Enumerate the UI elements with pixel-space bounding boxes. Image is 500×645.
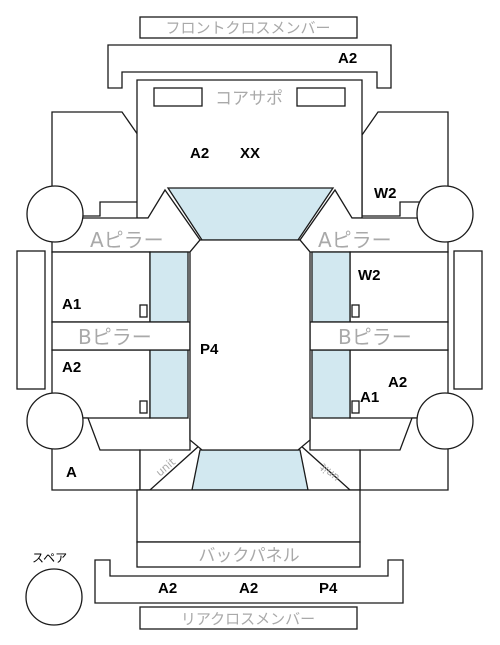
right-side-sill[interactable] <box>453 250 483 390</box>
front-cross-member-label: フロントクロスメンバー <box>165 19 330 37</box>
front-right-door[interactable] <box>349 251 449 323</box>
spare-tire[interactable]: スペア <box>25 551 83 626</box>
b-pillar-left-label: Bピラー <box>78 325 152 349</box>
b-pillar-right-label: Bピラー <box>338 325 412 349</box>
front-right-door-grade: W2 <box>358 267 381 284</box>
front-cross-member[interactable]: フロントクロスメンバー <box>139 16 358 39</box>
front-left-door-handle <box>139 304 148 318</box>
rear-right-window[interactable] <box>311 349 351 419</box>
rear-left-quarter-grade: A <box>66 464 77 481</box>
spare-label: スペア <box>32 551 67 565</box>
core-support-right-box <box>296 87 346 107</box>
front-right-door-handle <box>351 304 360 318</box>
bonnet-grade: A2 <box>190 145 209 162</box>
rear-right-door-inner-grade: A1 <box>360 389 379 406</box>
left-side-sill[interactable] <box>16 250 46 390</box>
roof[interactable] <box>189 239 311 451</box>
a-pillar-left-label: Aピラー <box>90 228 164 252</box>
rear-left-window[interactable] <box>149 349 189 419</box>
a-pillar-right[interactable]: Aピラー <box>299 188 449 253</box>
rear-left-wheel[interactable] <box>26 392 84 450</box>
rear-bumper-right-grade: P4 <box>319 580 338 597</box>
rear-right-wheel[interactable] <box>416 392 474 450</box>
c-pillar-left-unit[interactable]: unit <box>139 417 201 491</box>
rear-cross-member-label: リアクロスメンバー <box>181 610 315 628</box>
rear-bumper-left-grade: A2 <box>158 580 177 597</box>
roof-grade: P4 <box>200 341 219 358</box>
front-left-wheel[interactable] <box>26 185 84 243</box>
core-support[interactable]: コアサポ <box>153 87 346 109</box>
back-panel-label: バックパネル <box>198 546 299 566</box>
front-right-window[interactable] <box>311 251 351 323</box>
rear-bumper-bracket[interactable]: A2 A2 P4 <box>94 559 404 604</box>
rear-cross-member[interactable]: リアクロスメンバー <box>139 606 358 630</box>
rear-right-door-handle <box>351 400 360 414</box>
rear-left-door-handle <box>139 400 148 414</box>
back-panel[interactable]: バックパネル <box>136 541 361 568</box>
core-support-left-box <box>153 87 203 107</box>
b-pillar-left[interactable]: Bピラー <box>51 321 191 351</box>
front-right-fender-grade: W2 <box>374 185 397 202</box>
rear-left-door-grade: A2 <box>62 359 81 376</box>
rear-bumper-center-grade: A2 <box>239 580 258 597</box>
front-right-wheel[interactable] <box>416 185 474 243</box>
core-support-label: コアサポ <box>215 89 283 109</box>
a-pillar-right-label: Aピラー <box>318 228 392 252</box>
rear-right-door-outer-grade: A2 <box>388 374 407 391</box>
front-left-door-grade: A1 <box>62 296 81 313</box>
rear-window[interactable] <box>191 449 309 491</box>
a-pillar-left[interactable]: Aピラー <box>51 188 201 253</box>
trunk-lid[interactable] <box>136 489 361 543</box>
front-bumper-bracket[interactable]: A2 <box>107 44 392 89</box>
front-cross-member-grade: A2 <box>338 50 357 67</box>
front-left-window[interactable] <box>149 251 189 323</box>
spare-wheel <box>25 568 83 626</box>
core-support-grade: XX <box>240 145 260 162</box>
b-pillar-right[interactable]: Bピラー <box>309 321 449 351</box>
